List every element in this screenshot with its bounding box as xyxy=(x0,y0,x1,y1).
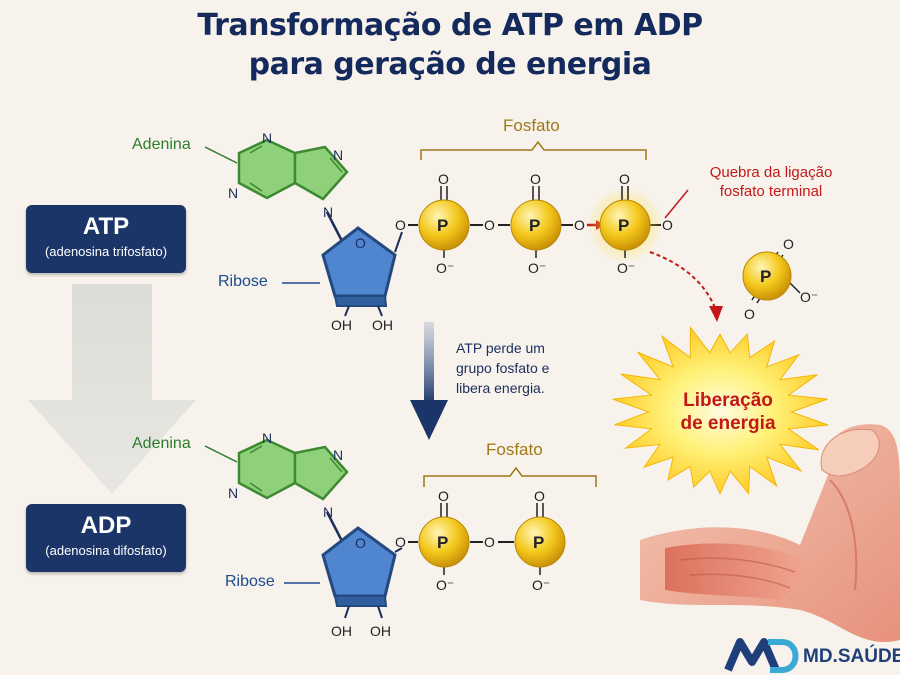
atp-p-3-symbol: P xyxy=(618,216,629,235)
process-annotation: ATP perde um grupo fosfato e libera ener… xyxy=(456,340,550,396)
ribose-label-atp: Ribose xyxy=(218,273,268,290)
adp-p2-bottom-o-symbol: O⁻ xyxy=(532,577,550,593)
brand-name: MD.SAÚDE xyxy=(803,646,900,667)
phosphate-sphere-atp-3 xyxy=(599,199,651,251)
adp-oh-1-symbol: OH xyxy=(331,623,352,639)
md-saude-logo-mark xyxy=(724,638,799,673)
atp-p1-bottom-o-symbol: O⁻ xyxy=(436,260,454,276)
adp-p1-top-o-symbol: O xyxy=(438,488,449,504)
phosphate-sphere-adp-1 xyxy=(418,516,470,568)
free-p-right-o-symbol: O⁻ xyxy=(800,289,818,305)
adp-p2-top-o-symbol: O xyxy=(534,488,545,504)
adp-n-3-symbol: N xyxy=(333,447,343,463)
atp-p-2-symbol: P xyxy=(529,216,540,235)
atp-p2-top-o-symbol: O xyxy=(530,171,541,187)
page-title: Transformação de ATP em ADP xyxy=(197,8,703,43)
adp-p-2-symbol: P xyxy=(533,533,544,552)
phosphate-label-atp: Fosfato xyxy=(503,116,560,135)
adenine-ring-adp xyxy=(237,438,297,500)
adp-p-1-symbol: P xyxy=(437,533,448,552)
released-phosphate-sphere xyxy=(742,251,792,301)
atp-label-box: ATP (adenosina trifosfato) xyxy=(26,205,186,273)
atp-p1-top-o-symbol: O xyxy=(438,171,449,187)
bond-break-annotation: Quebra da ligação fosfato terminal xyxy=(709,164,833,200)
atp-full-name: (adenosina trifosfato) xyxy=(44,244,168,259)
free-p-top-o-symbol: O xyxy=(783,236,794,252)
atp-ribose-o-symbol: O xyxy=(355,235,366,251)
atp-n-1-symbol: N xyxy=(262,130,272,146)
atp-oh-1-symbol: OH xyxy=(331,317,352,333)
phosphate-sphere-atp-1 xyxy=(418,199,470,251)
energy-release-label: Liberação de energia xyxy=(680,390,776,434)
adp-name: ADP xyxy=(80,512,132,539)
atp-n-3-symbol: N xyxy=(333,147,343,163)
page-subtitle: para geração de energia xyxy=(248,47,652,82)
adenine-label-adp: Adenina xyxy=(132,435,191,452)
adp-n-1-symbol: N xyxy=(262,430,272,446)
phosphate-sphere-adp-2 xyxy=(514,516,566,568)
atp-o-link-2-symbol: O xyxy=(484,217,495,233)
adp-o-link-1-symbol: O xyxy=(395,534,406,550)
process-arrow-shaft xyxy=(424,322,434,404)
adp-n-4-symbol: N xyxy=(323,504,333,520)
adp-full-name: (adenosina difosfato) xyxy=(45,543,167,558)
atp-o-link-1-symbol: O xyxy=(395,217,406,233)
adp-o-link-2-symbol: O xyxy=(484,534,495,550)
atp-o-link-3-symbol: O xyxy=(574,217,585,233)
phosphate-sphere-atp-2 xyxy=(510,199,562,251)
adenine-imidazole-adp xyxy=(293,445,349,501)
atp-name: ATP xyxy=(82,213,130,240)
process-arrow-head xyxy=(410,400,448,440)
atp-p-1-symbol: P xyxy=(437,216,448,235)
adp-oh-2-symbol: OH xyxy=(370,623,391,639)
phosphate-bracket-adp xyxy=(423,466,597,487)
adp-p1-bottom-o-symbol: O⁻ xyxy=(436,577,454,593)
adp-ribose-o-symbol: O xyxy=(355,535,366,551)
atp-n-4-symbol: N xyxy=(323,204,333,220)
atp-p2-bottom-o-symbol: O⁻ xyxy=(528,260,546,276)
atp-o-terminal-symbol: O xyxy=(662,217,673,233)
atp-p3-bottom-o-symbol: O⁻ xyxy=(617,260,635,276)
transition-arrow-large xyxy=(28,284,196,494)
atp-oh-2-symbol: OH xyxy=(372,317,393,333)
ribose-label-adp: Ribose xyxy=(225,573,275,590)
adp-n-2-symbol: N xyxy=(228,485,238,501)
released-phosphate-arrow xyxy=(649,251,717,311)
free-p-symbol: P xyxy=(760,267,771,286)
adenine-imidazole-atp xyxy=(293,145,349,201)
adenine-ring-atp xyxy=(237,138,297,200)
adp-label-box: ADP (adenosina difosfato) xyxy=(26,504,186,572)
energy-burst xyxy=(612,325,829,496)
muscle-arm-illustration xyxy=(640,424,900,643)
phosphate-label-adp: Fosfato xyxy=(486,440,543,459)
free-p-bottom-o-symbol: O xyxy=(744,306,755,322)
atp-n-2-symbol: N xyxy=(228,185,238,201)
phosphate-bracket-atp xyxy=(420,140,647,160)
atp-p3-top-o-symbol: O xyxy=(619,171,630,187)
adenine-label-atp: Adenina xyxy=(132,136,191,153)
